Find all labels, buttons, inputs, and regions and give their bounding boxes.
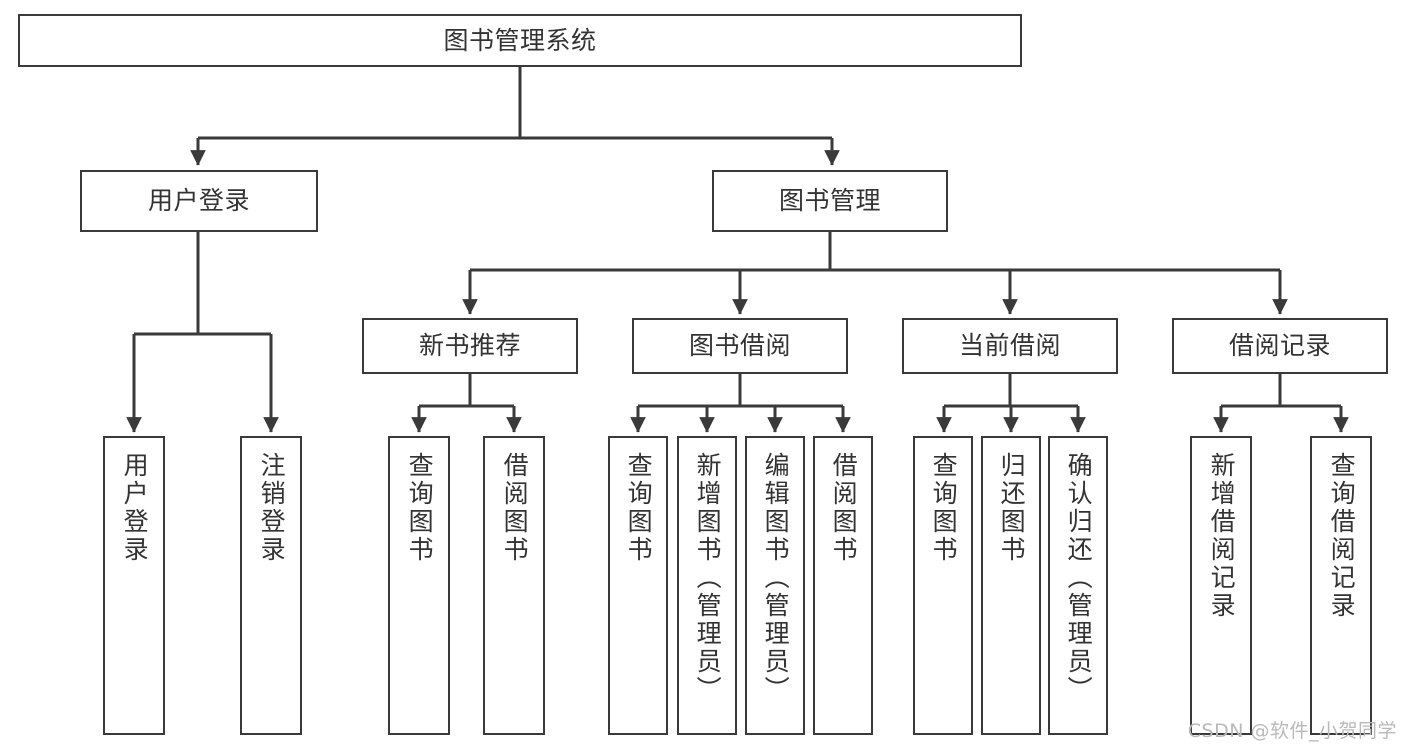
node-leaf-rec-query-book[interactable]: 查询图书 (388, 436, 450, 735)
node-label: 图书管理 (778, 186, 881, 216)
node-label: 用户登录 (147, 186, 250, 216)
node-leaf-user-login[interactable]: 用户登录 (103, 436, 165, 735)
node-label: 新书推荐 (418, 331, 521, 361)
node-label: 图书借阅 (688, 331, 791, 361)
node-leaf-record-query[interactable]: 查询借阅记录 (1310, 436, 1372, 735)
node-label: 注销登录 (257, 452, 287, 564)
node-leaf-current-return-book[interactable]: 归还图书 (981, 436, 1041, 735)
node-label: 新增图书（管理员） (693, 452, 723, 704)
node-book-manage[interactable]: 图书管理 (712, 170, 948, 232)
node-new-book-rec[interactable]: 新书推荐 (362, 318, 578, 374)
node-label: 图书管理系统 (443, 25, 597, 55)
node-label: 查询借阅记录 (1327, 452, 1357, 620)
node-current-borrow[interactable]: 当前借阅 (902, 318, 1118, 374)
node-root-system[interactable]: 图书管理系统 (18, 14, 1022, 67)
node-label: 查询图书 (929, 452, 959, 564)
node-label: 当前借阅 (958, 331, 1061, 361)
node-label: 归还图书 (997, 452, 1027, 564)
node-label: 借阅记录 (1228, 331, 1331, 361)
node-label: 查询图书 (405, 452, 435, 564)
node-leaf-borrow-borrow-book[interactable]: 借阅图书 (813, 436, 873, 735)
node-label: 新增借阅记录 (1207, 452, 1237, 620)
node-user-login[interactable]: 用户登录 (80, 170, 318, 232)
node-leaf-record-add[interactable]: 新增借阅记录 (1190, 436, 1252, 735)
node-leaf-user-logout[interactable]: 注销登录 (240, 436, 302, 735)
node-leaf-rec-borrow-book[interactable]: 借阅图书 (483, 436, 545, 735)
node-label: 查询图书 (624, 452, 654, 564)
node-label: 借阅图书 (829, 452, 859, 564)
node-leaf-borrow-add-book[interactable]: 新增图书（管理员） (677, 436, 737, 735)
node-leaf-borrow-edit-book[interactable]: 编辑图书（管理员） (745, 436, 805, 735)
node-leaf-current-confirm-return[interactable]: 确认归还（管理员） (1048, 436, 1108, 735)
node-label: 确认归还（管理员） (1064, 452, 1094, 704)
node-label: 编辑图书（管理员） (761, 452, 791, 704)
node-label: 借阅图书 (500, 452, 530, 564)
node-label: 用户登录 (120, 452, 150, 564)
csdn-watermark: CSDN @软件_小贺同学 (1187, 720, 1397, 742)
node-book-borrow[interactable]: 图书借阅 (632, 318, 848, 374)
node-borrow-record[interactable]: 借阅记录 (1172, 318, 1388, 374)
node-leaf-borrow-query-book[interactable]: 查询图书 (608, 436, 668, 735)
node-leaf-current-query-book[interactable]: 查询图书 (913, 436, 973, 735)
